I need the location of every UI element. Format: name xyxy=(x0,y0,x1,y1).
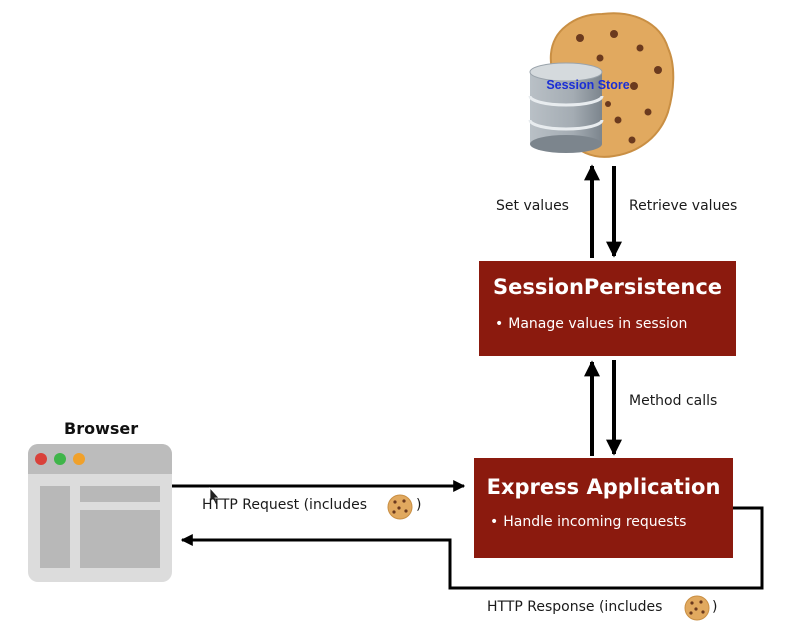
set-values-label: Set values xyxy=(496,198,569,214)
cookie-icon xyxy=(684,595,710,621)
mouse-cursor-icon xyxy=(209,486,220,506)
session-persistence-box: SessionPersistence •Manage values in ses… xyxy=(479,261,736,356)
database-icon xyxy=(528,62,604,153)
minimize-dot xyxy=(54,453,66,465)
express-application-title: Express Application xyxy=(486,475,721,499)
http-request-close-paren: ) xyxy=(416,497,422,513)
http-response-arrow xyxy=(180,506,764,590)
maximize-dot xyxy=(73,453,85,465)
express-application-box: Express Application •Handle incoming req… xyxy=(474,458,733,558)
retrieve-values-label: Retrieve values xyxy=(629,198,738,214)
http-response-close-paren: ) xyxy=(712,599,718,615)
express-application-bullet: •Handle incoming requests xyxy=(490,514,687,530)
http-request-label: HTTP Request (includes xyxy=(202,497,368,513)
close-dot xyxy=(35,453,47,465)
browser-window-icon xyxy=(28,444,172,582)
session-persistence-bullet: •Manage values in session xyxy=(495,316,688,332)
browser-title: Browser xyxy=(64,419,139,438)
session-persistence-title: SessionPersistence xyxy=(492,275,723,299)
http-response-label: HTTP Response (includes xyxy=(487,599,663,615)
method-calls-label: Method calls xyxy=(629,393,718,409)
cookie-icon xyxy=(387,494,413,520)
session-store-label: Session Store xyxy=(546,78,629,92)
